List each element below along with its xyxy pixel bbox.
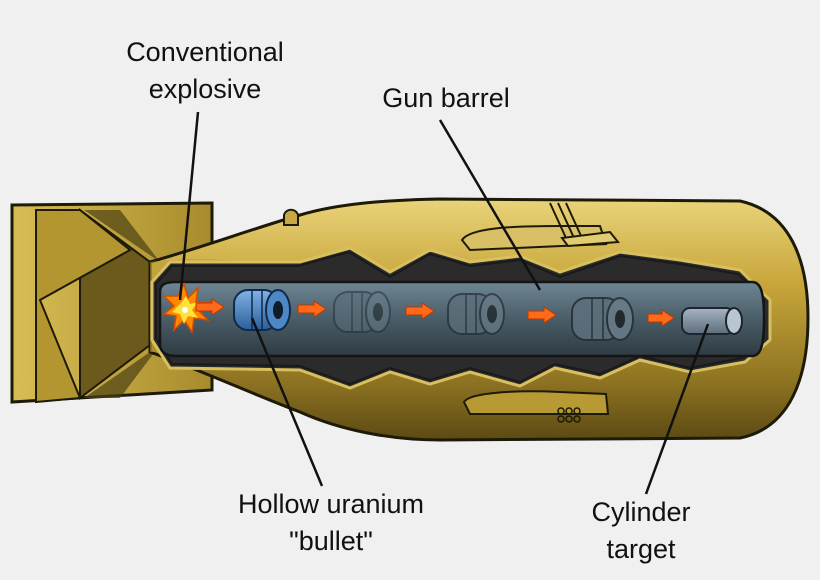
motion-arrow-icon [527, 306, 557, 324]
uranium-ring-icon [333, 291, 391, 333]
barrel-leader-line [438, 119, 542, 291]
conventional-explosive-label: Conventional explosive [100, 34, 310, 108]
uranium-bullet [233, 289, 291, 331]
cylinder-target-label: Cylinder target [566, 494, 716, 568]
cylinder-target-label-line2: target [606, 534, 676, 564]
hollow-uranium-bullet-label-line1: Hollow uranium [237, 489, 425, 519]
gun-barrel-label-line1: Gun barrel [382, 83, 510, 113]
leader-lines [178, 111, 710, 495]
uranium-ring-icon [447, 293, 505, 335]
conventional-explosive-label-line1: Conventional [126, 37, 284, 67]
motion-arrow-icon [195, 298, 225, 316]
explosion-icon [162, 281, 213, 335]
gun-barrel-label: Gun barrel [356, 80, 536, 117]
target-leader-line [644, 323, 710, 495]
bullet-trail [333, 291, 634, 341]
uranium-ring-icon [571, 297, 634, 341]
hollow-uranium-bullet-label-line2: "bullet" [289, 526, 373, 556]
motion-arrow-icon [297, 300, 327, 318]
cylinder-target-icon [681, 307, 743, 335]
hollow-uranium-bullet-label: Hollow uranium "bullet" [206, 486, 456, 560]
motion-arrows [195, 298, 675, 327]
cylinder-target-label-line1: Cylinder [591, 497, 691, 527]
motion-arrow-icon [647, 309, 675, 327]
conventional-explosive-label-line2: explosive [148, 74, 262, 104]
explosive-leader-line [178, 111, 200, 301]
bullet-leader-line [250, 317, 324, 487]
tail-assembly [10, 201, 214, 404]
motion-arrow-icon [405, 302, 435, 320]
